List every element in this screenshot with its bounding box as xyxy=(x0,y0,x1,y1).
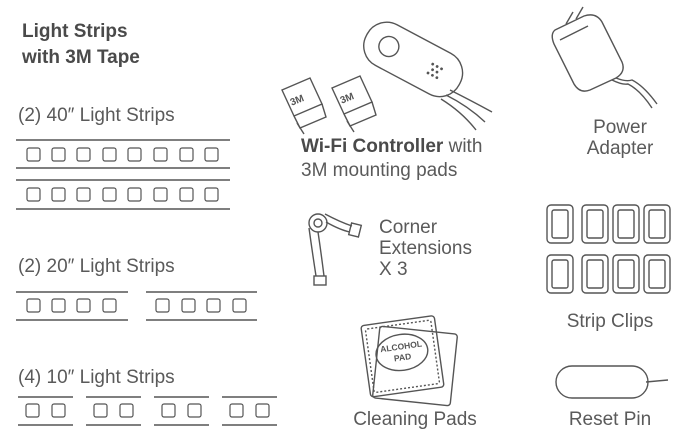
corner-extensions-label-line1: Corner xyxy=(379,217,438,238)
cleaning-pads-icon: ALCOHOL PAD xyxy=(360,315,458,407)
controller-label-line2: 3M mounting pads xyxy=(301,160,458,181)
corner-extensions-label-line3: X 3 xyxy=(379,259,408,280)
light-strip-10-b xyxy=(86,396,141,426)
strip-clips-label: Strip Clips xyxy=(566,311,654,332)
corner-extensions-label-line2: Extensions xyxy=(379,238,472,259)
light-strip-40-b xyxy=(16,179,230,210)
corner-extension-icon xyxy=(308,213,363,286)
controller-label-rest: with xyxy=(443,136,483,157)
strip-clips-icon xyxy=(546,204,671,294)
mounting-pad-icon-b: 3M xyxy=(331,75,377,133)
strip-40-label: (2) 40″ Light Strips xyxy=(18,105,175,126)
controller-label-line1: Wi-Fi Controller with xyxy=(301,137,482,156)
strip-20-label: (2) 20″ Light Strips xyxy=(18,256,175,277)
strips-heading-line1: Light Strips xyxy=(22,21,128,42)
power-adapter-label-line1: Power xyxy=(593,117,647,138)
light-strip-10-d xyxy=(222,396,277,426)
controller-dots xyxy=(426,62,443,80)
strip-40-a-leds xyxy=(26,147,219,162)
light-strip-10-c xyxy=(154,396,209,426)
strip-10-label: (4) 10″ Light Strips xyxy=(18,367,175,388)
controller-label-bold: Wi-Fi Controller xyxy=(301,136,444,157)
reset-pin-label: Reset Pin xyxy=(568,409,652,430)
strip-40-b-leds xyxy=(26,187,219,202)
light-strip-20-a xyxy=(16,291,128,321)
light-strip-10-a xyxy=(18,396,73,426)
reset-pin-icon xyxy=(555,365,669,399)
mounting-pad-a-text: 3M xyxy=(289,93,306,108)
cleaning-pads-label: Cleaning Pads xyxy=(353,409,477,430)
wifi-controller-icon xyxy=(363,21,493,131)
power-adapter-label-line2: Adapter xyxy=(586,138,654,159)
mounting-pad-b-text: 3M xyxy=(339,91,356,106)
light-strip-20-b xyxy=(146,291,257,321)
power-adapter-icon xyxy=(551,6,658,109)
alcohol-pad-text-line2: PAD xyxy=(393,351,412,363)
mounting-pad-icon-a: 3M xyxy=(281,77,327,135)
light-strip-40-a xyxy=(16,139,230,169)
strips-heading-line2: with 3M Tape xyxy=(22,47,140,68)
